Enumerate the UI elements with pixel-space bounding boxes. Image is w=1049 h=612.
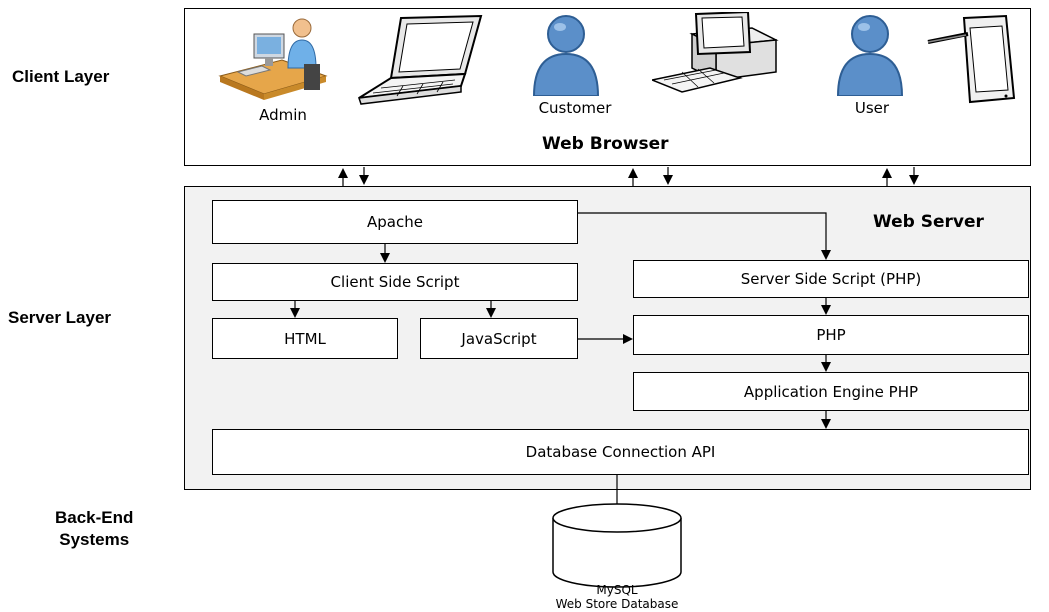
customer-label: Customer bbox=[538, 99, 612, 117]
customer-person-icon bbox=[532, 15, 600, 96]
database-label: MySQL Web Store Database bbox=[517, 583, 717, 611]
backend-label-line2: Systems bbox=[59, 530, 130, 549]
javascript-box: JavaScript bbox=[420, 318, 578, 359]
server-side-script-box: Server Side Script (PHP) bbox=[633, 260, 1029, 298]
backend-layer-label: Back-End Systems bbox=[55, 507, 133, 551]
db-connection-api-box: Database Connection API bbox=[212, 429, 1029, 475]
backend-label-line1: Back-End bbox=[55, 508, 134, 527]
admin-workstation-icon bbox=[218, 18, 328, 100]
database-name: MySQL bbox=[596, 583, 638, 597]
database-cylinder-icon bbox=[552, 503, 682, 588]
web-server-title: Web Server bbox=[873, 212, 984, 232]
desktop-computer-icon bbox=[652, 12, 779, 93]
user-person-icon bbox=[836, 15, 904, 96]
database-description: Web Store Database bbox=[555, 597, 679, 611]
web-browser-title: Web Browser bbox=[542, 134, 669, 154]
application-engine-box: Application Engine PHP bbox=[633, 372, 1029, 411]
user-label: User bbox=[854, 99, 890, 117]
client-layer-label: Client Layer bbox=[12, 67, 110, 86]
server-layer-label: Server Layer bbox=[8, 308, 112, 327]
laptop-icon bbox=[357, 14, 483, 105]
php-box: PHP bbox=[633, 315, 1029, 355]
admin-label: Admin bbox=[259, 106, 307, 124]
apache-box: Apache bbox=[212, 200, 578, 244]
tablet-pen-icon bbox=[927, 14, 1016, 104]
html-box: HTML bbox=[212, 318, 398, 359]
client-side-script-box: Client Side Script bbox=[212, 263, 578, 301]
